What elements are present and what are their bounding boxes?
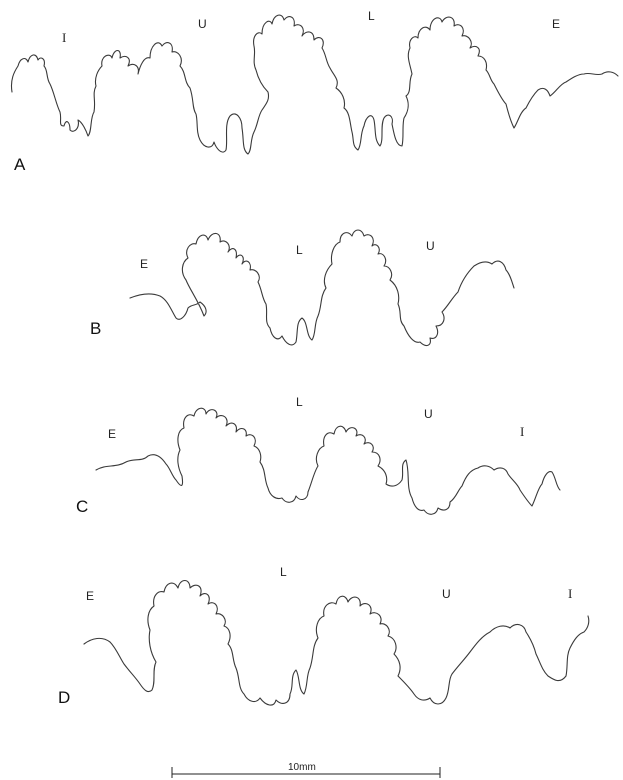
lobe-label-c-3: U bbox=[424, 407, 433, 421]
suture-line-b bbox=[129, 229, 515, 347]
panel-b: B E L U bbox=[90, 229, 515, 347]
panel-d: D E L U I bbox=[58, 565, 590, 707]
scale-bar: 10mm bbox=[171, 762, 441, 778]
lobe-label-d-2: L bbox=[280, 565, 287, 579]
panel-letter-b: B bbox=[90, 319, 101, 338]
lobe-label-b-2: L bbox=[296, 243, 303, 257]
lobe-label-c-4: I bbox=[520, 424, 524, 439]
panel-letter-a: A bbox=[14, 155, 26, 174]
lobe-label-a-1: I bbox=[62, 30, 66, 45]
lobe-label-d-4: I bbox=[568, 586, 572, 601]
lobe-label-b-1: E bbox=[140, 257, 148, 271]
lobe-label-d-1: E bbox=[86, 589, 94, 603]
suture-line-a bbox=[10, 14, 619, 155]
lobe-label-a-2: U bbox=[198, 17, 207, 31]
lobe-label-b-3: U bbox=[426, 239, 435, 253]
lobe-label-d-3: U bbox=[442, 587, 451, 601]
suture-line-c bbox=[95, 407, 561, 515]
suture-line-d bbox=[83, 579, 590, 706]
panel-letter-d: D bbox=[58, 688, 70, 707]
scale-bar-label: 10mm bbox=[288, 762, 316, 773]
panel-a: A I U L E bbox=[10, 9, 619, 174]
lobe-label-c-1: E bbox=[108, 427, 116, 441]
lobe-label-a-4: E bbox=[552, 17, 560, 31]
lobe-label-a-3: L bbox=[368, 9, 375, 23]
panel-c: C E L U I bbox=[76, 395, 561, 516]
lobe-label-c-2: L bbox=[296, 395, 303, 409]
panel-letter-c: C bbox=[76, 497, 88, 516]
